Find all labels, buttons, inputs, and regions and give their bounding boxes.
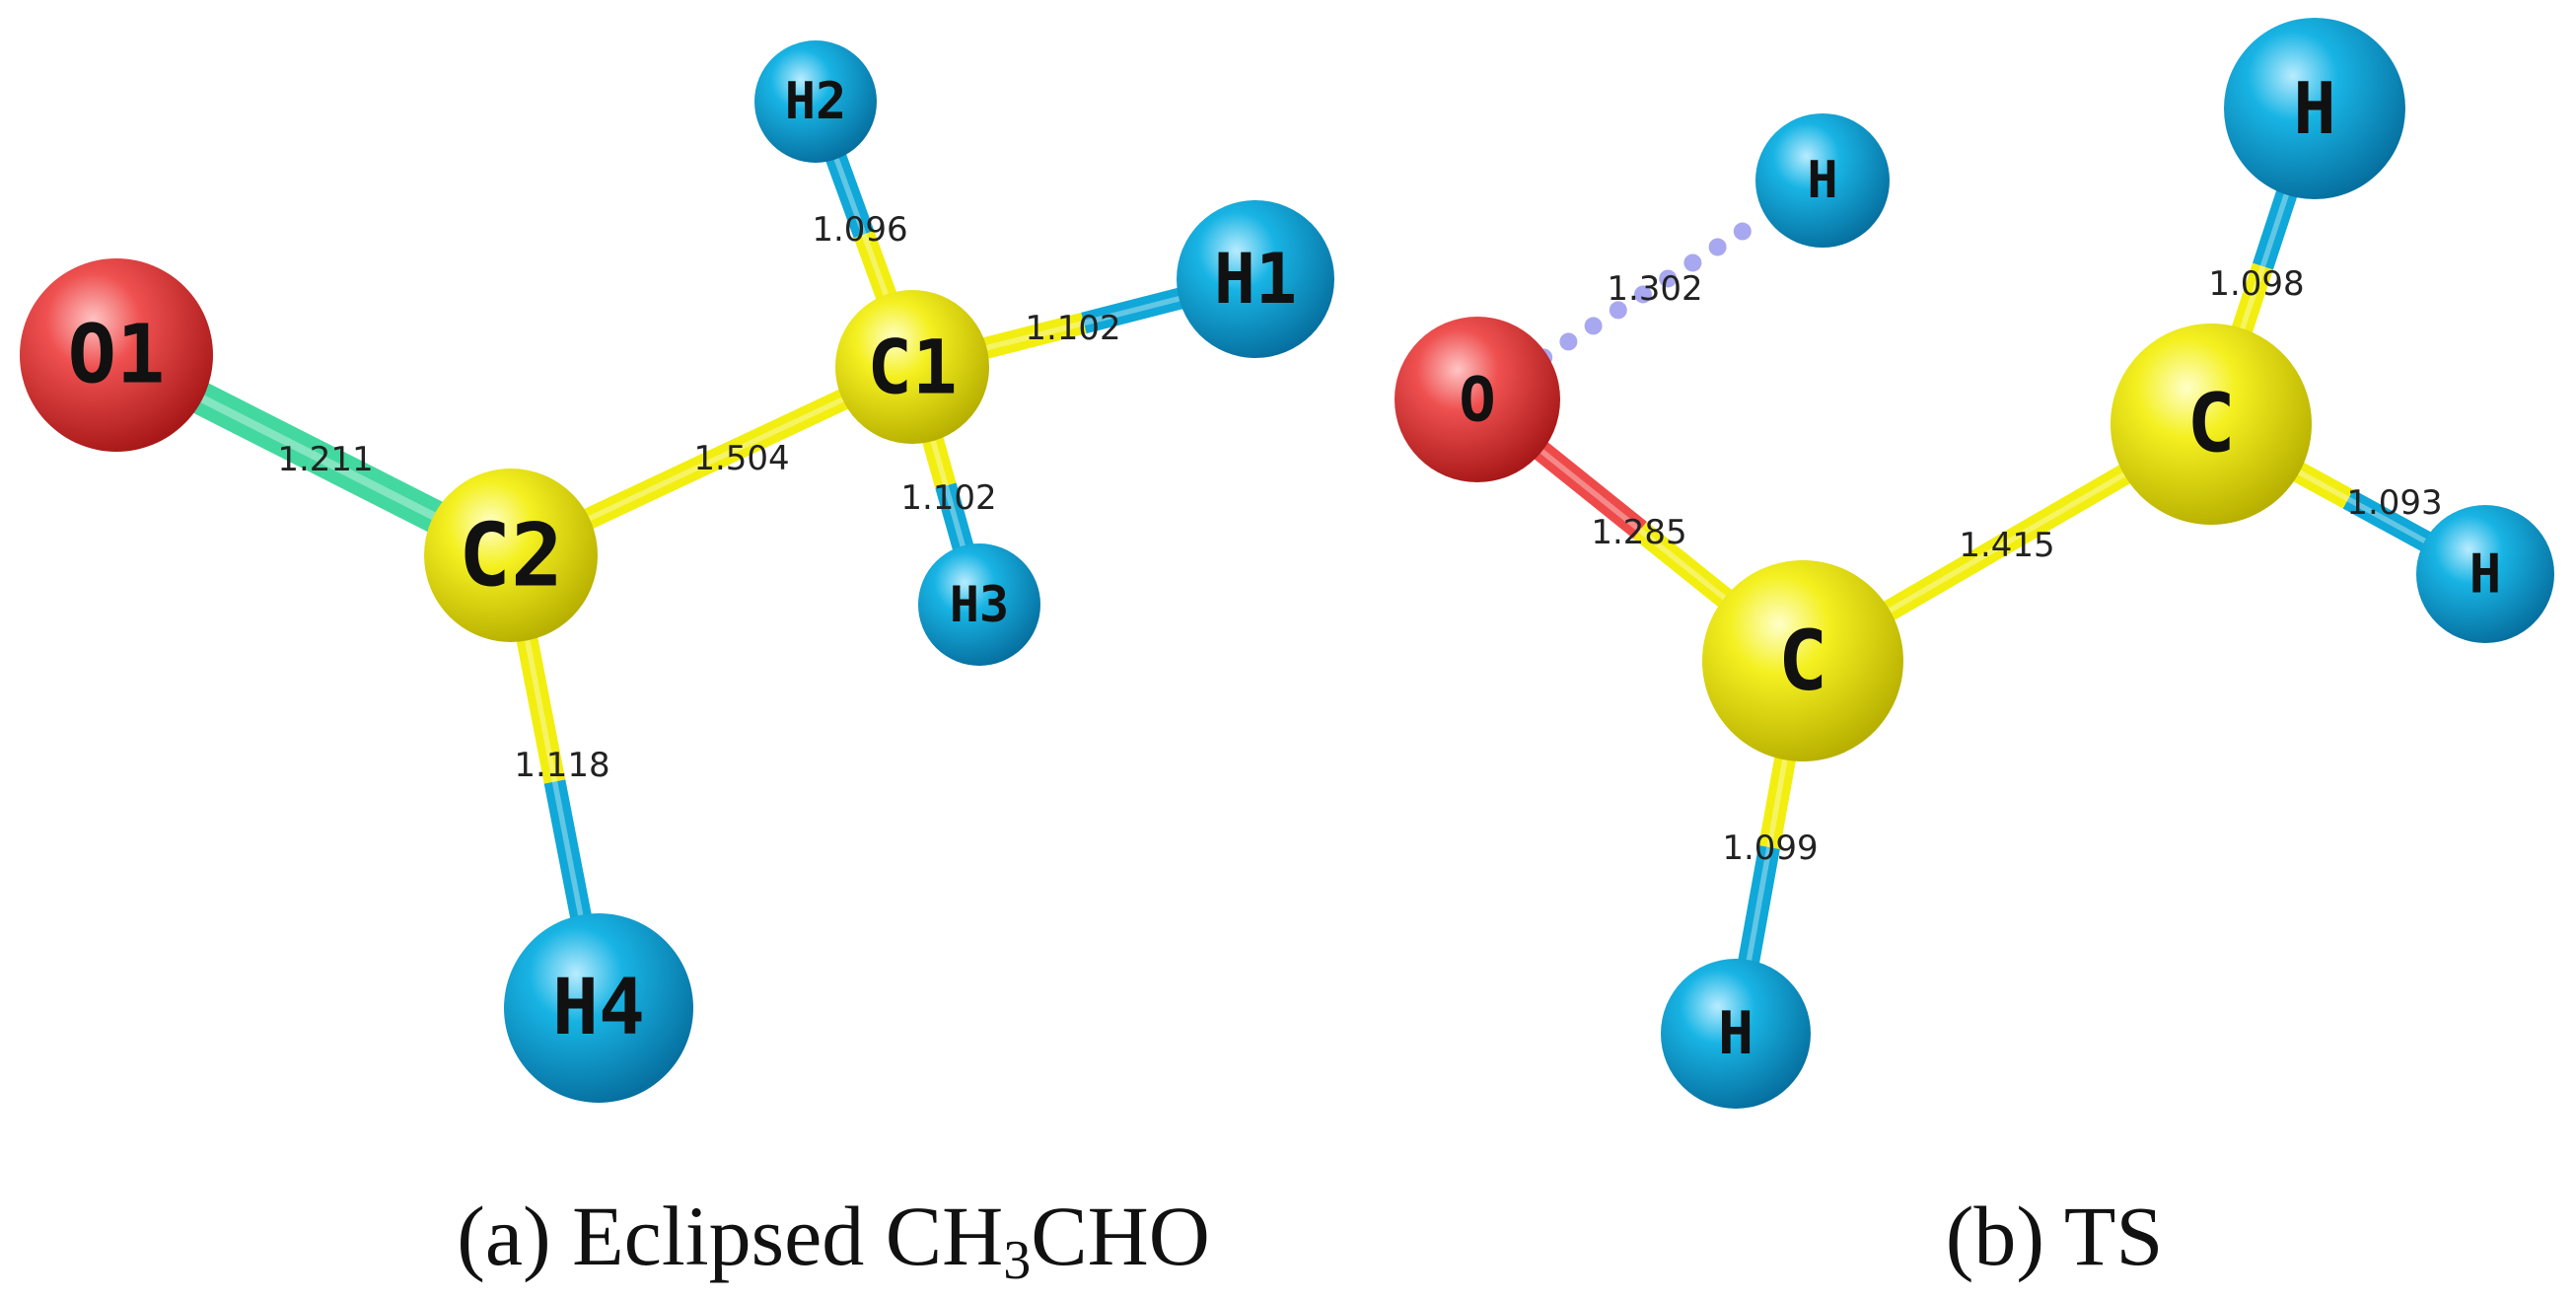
atom-h2: H2 [754,40,877,163]
atom-label: H4 [552,964,645,1052]
partial-bond-dot [1559,332,1578,351]
atom-cr: C [2111,324,2312,525]
bond-o-hm [1535,222,1752,367]
atom-sphere [2224,18,2405,199]
bond-length-label: 1.302 [1607,269,1702,309]
bond-length-label: 1.504 [693,439,789,478]
bond-length-labels-panel-b: 1.302 1.285 1.415 1.098 1.093 1.099 [1591,264,2442,868]
bond-length-label: 1.102 [1025,309,1120,348]
atom-c1: C1 [835,290,989,444]
bond-length-label: 1.096 [812,210,907,250]
bond-length-label: 1.093 [2346,483,2442,523]
atom-o1: O1 [20,258,213,452]
atom-sphere [1177,200,1334,358]
atom-h3: H3 [918,543,1040,666]
atom-label: H [1718,999,1753,1068]
bond-length-label: 1.099 [1722,829,1818,868]
bond-length-label: 1.102 [900,478,996,518]
atom-label: C [2186,378,2235,471]
atom-hr: H [2416,505,2554,643]
atom-label: H2 [785,72,847,131]
caption-panel-a: (a) Eclipsed CH3CHO [457,1189,1210,1291]
atom-sphere [1755,113,1890,248]
atom-label: O1 [68,309,166,402]
atom-h1: H1 [1177,200,1334,358]
atom-label: C1 [867,324,958,411]
atom-sphere [1661,959,1811,1109]
atom-cc: C [1702,560,1903,761]
atom-label: H [1807,151,1837,210]
panel-b: H O C C H H H 1.302 1.285 1.415 1.098 1.093 1.099 (… [1395,18,2554,1283]
bonds-panel-a [108,98,1258,1011]
atom-label: H [2293,67,2335,150]
bond-length-label: 1.118 [514,746,609,785]
partial-bond-dot [1683,253,1702,272]
partial-bond-dot [1659,269,1678,288]
atom-label: H [2469,543,2502,606]
atom-sphere [504,913,693,1103]
atom-sphere [835,290,989,444]
atom-sphere [2416,505,2554,643]
bond-length-label: 1.285 [1591,513,1686,552]
atom-o: O [1395,317,1560,482]
partial-bond-dot [1733,222,1752,241]
atom-label: O [1459,364,1495,436]
atom-sphere [20,258,213,452]
partial-bond-dot [1609,301,1627,320]
partial-bond-dot [1634,285,1652,304]
atom-label: C2 [459,505,563,607]
atom-sphere [1395,317,1560,482]
atom-ht: H [2224,18,2405,199]
bond-length-label: 1.098 [2208,264,2304,304]
partial-bond-dot [1708,238,1727,256]
atom-sphere [424,469,598,642]
bond-length-label: 1.211 [277,440,373,479]
atom-label: H3 [950,576,1009,633]
atom-sphere [754,40,877,163]
atom-sphere [1702,560,1903,761]
bond-length-labels-panel-a: 1.211 1.504 1.096 1.102 1.102 1.118 [277,210,1120,785]
atom-sphere [2111,324,2312,525]
bond-length-label: 1.415 [1959,526,2054,565]
atom-label: H1 [1214,239,1297,320]
atom-hm: H [1755,113,1890,248]
atom-hb: H [1661,959,1811,1109]
atom-label: C [1778,613,1828,709]
atom-h4: H4 [504,913,693,1103]
partial-bond-dot [1584,317,1603,335]
bonds-panel-b [1470,105,2491,1036]
atom-c2: C2 [424,469,598,642]
atom-sphere [918,543,1040,666]
caption-panel-b: (b) TS [1946,1189,2164,1283]
atoms-panel-b: H O C C H H H [1395,18,2554,1109]
